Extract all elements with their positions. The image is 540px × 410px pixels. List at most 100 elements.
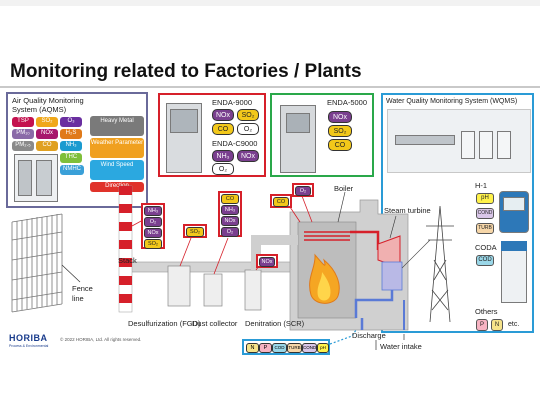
wqms-h1-chip-ph: pH [476, 193, 494, 204]
wqms-lab-unit-2 [479, 131, 493, 159]
aqms-chip-pm10: PM₁₀ [12, 129, 34, 139]
wqms-panel: Water Quality Monitoring System (WQMS) H… [381, 93, 534, 333]
enda-5000-chip-so2: SO₂ [328, 125, 352, 137]
discharge-label: Discharge [352, 331, 386, 340]
enda-5000-chip-co: CO [328, 139, 352, 151]
dust-collector-label: Dust collector [192, 319, 238, 328]
dust-tag-connector [213, 237, 229, 275]
boiler-tag-o2: O₂ [295, 186, 311, 196]
fence-label-line1: Fence [72, 284, 93, 293]
wqms-others-chip-n: N [491, 319, 503, 331]
enda-9000-chip-o2: O₂ [237, 123, 259, 135]
enda-9000-chip-co: CO [212, 123, 234, 135]
dust-tag-nh3: NH₃ [221, 205, 239, 215]
boiler-flame-core [317, 272, 331, 301]
enda-c9000-chip-o2: O₂ [212, 163, 234, 175]
scr-analyzer-tag: NOx [256, 254, 278, 268]
power-line [401, 239, 431, 269]
water-tag-cod: COD [272, 343, 287, 353]
copyright-notice: © 2022 HORIBA, Ltd. All rights reserved. [60, 337, 142, 342]
fence-label-line2: line [72, 294, 84, 303]
aqms-title-line1: Air Quality Monitoring [12, 96, 84, 105]
aqms-chip-so2: SO₂ [36, 117, 58, 127]
enda-5000-chip-nox: NOx [328, 111, 352, 123]
dust-collector-unit [203, 273, 223, 307]
fgd-tank [167, 265, 191, 307]
wqms-h1-meter-screen [503, 197, 525, 211]
aqms-chip-wind-speed: Wind Speed [90, 160, 144, 180]
dust-tag-o2: O₂ [221, 227, 239, 237]
water-tag-cond: COND [302, 343, 317, 353]
aqms-chip-nox: NOx [36, 129, 58, 139]
stack-tag-nox: NOx [144, 228, 162, 238]
enda-5000-panel: ENDA-5000 NOx SO₂ CO [270, 93, 374, 177]
enda-9000-chip-so2: SO₂ [237, 109, 259, 121]
wqms-h1-chip-turb: TURB [476, 223, 494, 234]
horiba-logo: HORIBA [9, 333, 48, 343]
dust-tag-nox: NOx [221, 216, 239, 226]
steam-turbine-label: Steam turbine [384, 206, 431, 215]
aqms-chip-heavy-metal: Heavy Metal [90, 116, 144, 136]
water-tag-p: P [259, 343, 272, 353]
boiler-label: Boiler [334, 184, 354, 193]
aqms-title-line2: System (AQMS) [12, 105, 67, 114]
aqms-chip-co: CO [36, 141, 58, 151]
enda-c9000-chip-nh3: NH₃ [212, 150, 234, 162]
fence-graphic [11, 213, 63, 313]
boiler-o2-connector [301, 195, 313, 223]
wqms-others-chip-p: P [476, 319, 488, 331]
aqms-chip-weather: Weather Parameter [90, 138, 144, 158]
enda-9000-chip-nox: NOx [212, 109, 234, 121]
denitration-label: Denitration (SCR) [245, 319, 305, 328]
generator [381, 261, 403, 291]
top-strip [0, 0, 540, 6]
desulfurization-label: Desulfurization (FGD) [128, 319, 201, 328]
stack-label: Stack [118, 256, 137, 265]
stack-tag-o2: O₂ [144, 217, 162, 227]
aqms-rack-image-2 [36, 160, 52, 196]
boiler-tubes [304, 231, 350, 241]
stack-tag-nh3: NH₃ [144, 206, 162, 216]
water-tag-ph: pH [317, 343, 329, 353]
wqms-others-label: Others [475, 307, 498, 316]
turbine-label-pointer [389, 215, 397, 239]
wqms-h1-label: H-1 [475, 181, 488, 190]
wqms-lab-unit-3 [497, 131, 511, 159]
water-tag-n: N [246, 343, 259, 353]
aqms-chip-nh3: NH₃ [60, 141, 82, 151]
enda-c9000-chip-nox: NOx [237, 150, 259, 162]
horiba-logo-subtitle: Process & Environmental [9, 344, 49, 348]
aqms-chip-h2s: H₂S [60, 129, 82, 139]
wqms-lab-bench [395, 135, 455, 145]
wqms-lab-unit-1 [461, 131, 475, 159]
water-sampling-line [329, 329, 357, 345]
stack-analyzer-tag: NH₃ O₂ NOx SO₂ [141, 203, 165, 249]
aqms-chip-direction: Direction [90, 182, 144, 192]
fgd-analyzer-tag: SO₂ [183, 224, 207, 238]
enda-5000-name: ENDA-5000 [327, 98, 368, 107]
aqms-chip-thc: THC [60, 153, 82, 163]
dust-tag-co: CO [221, 194, 239, 204]
wqms-h1-chip-cond: COND [476, 208, 494, 219]
wqms-coda-cabinet-stripe [501, 241, 527, 251]
fence-pointer [61, 264, 81, 283]
dust-analyzer-tag: CO NH₃ NOx O₂ [218, 191, 242, 237]
wqms-coda-cabinet-image [501, 241, 527, 303]
aqms-chip-o3: O₃ [60, 117, 82, 127]
water-analyzer-tag: N P COD TURB COND pH [242, 339, 330, 355]
enda-9000-panel: ENDA-9000 NOx SO₂ CO O₂ ENDA-C9000 NH₃ N… [158, 93, 266, 177]
scr-tag-nox: NOx [259, 257, 275, 267]
wqms-others-etc: etc. [508, 321, 520, 328]
enda-5000-cabinet-screen [286, 113, 310, 133]
wqms-title: Water Quality Monitoring System (WQMS) [386, 98, 518, 105]
title-divider [0, 86, 540, 88]
stack-tag-so2: SO₂ [144, 239, 162, 249]
water-intake-label: Water intake [380, 342, 422, 351]
boiler-tag-co: CO [273, 197, 289, 207]
transmission-tower [426, 205, 454, 323]
enda-9000-cabinet-screen [170, 109, 198, 133]
scr-unit [244, 269, 262, 311]
wqms-coda-chip-cod: COD [476, 255, 494, 266]
enda-9000-name: ENDA-9000 [212, 98, 253, 107]
